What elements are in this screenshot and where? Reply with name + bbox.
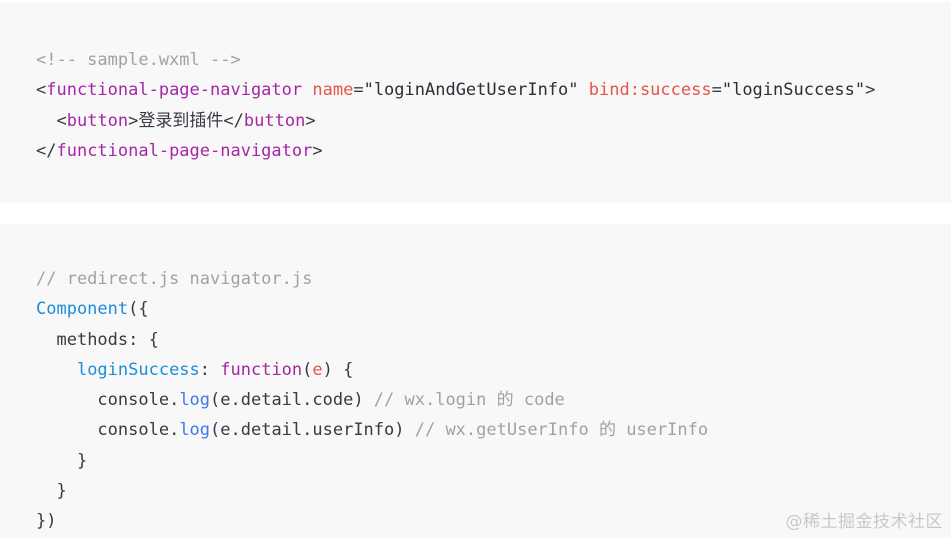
punctuation: ({	[128, 299, 149, 320]
code-line-1: <!-- sample.wxml -->	[36, 45, 951, 75]
indent	[36, 111, 56, 131]
indent	[36, 330, 56, 350]
tag-bracket: >	[128, 110, 139, 131]
attribute-name: bind:success	[588, 80, 712, 101]
attribute-value: "loginAndGetUserInfo"	[363, 80, 579, 101]
tag-name: button	[243, 110, 306, 131]
code-line-4: </functional-page-navigator>	[36, 136, 951, 166]
punctuation: ) {	[322, 359, 354, 380]
wxml-code-block: <!-- sample.wxml --> <functional-page-na…	[0, 2, 951, 203]
attribute-equals: =	[711, 80, 722, 101]
indent	[36, 481, 56, 501]
indent	[36, 390, 97, 410]
attribute-equals: =	[353, 80, 364, 101]
code-line-6: console.log(e.detail.userInfo) // wx.get…	[36, 415, 951, 445]
tag-bracket: </	[223, 110, 244, 131]
button-text: 登录到插件	[138, 110, 224, 131]
code-line-8: }	[36, 476, 951, 506]
indent	[36, 451, 77, 471]
attribute-name: name	[312, 80, 354, 101]
indent	[36, 360, 77, 380]
method-name: loginSuccess	[76, 359, 200, 380]
object-name: console.	[97, 390, 180, 411]
code-line-3: <button>登录到插件</button>	[36, 106, 951, 136]
code-line-1: // redirect.js navigator.js	[36, 264, 951, 294]
tag-bracket: </	[36, 140, 57, 161]
parameter: e	[312, 359, 323, 380]
code-comment: // wx.login 的 code	[373, 390, 565, 411]
tag-bracket: >	[865, 80, 876, 101]
code-text: methods: {	[56, 329, 159, 350]
tag-bracket: >	[312, 140, 323, 161]
tag-bracket: <	[36, 80, 47, 101]
punctuation: })	[36, 511, 57, 532]
tag-name: button	[66, 110, 129, 131]
punctuation: }	[56, 481, 67, 502]
indent	[36, 420, 97, 440]
code-comment: <!-- sample.wxml -->	[36, 50, 241, 70]
keyword: function	[220, 359, 303, 380]
punctuation: :	[199, 359, 221, 380]
function-call-name: Component	[36, 299, 129, 320]
tag-name: functional-page-navigator	[46, 80, 303, 101]
code-line-2: <functional-page-navigator name="loginAn…	[36, 75, 951, 105]
attribute-value: "loginSuccess"	[721, 80, 866, 101]
js-code-block: // redirect.js navigator.js Component({ …	[0, 224, 951, 538]
object-name: console.	[97, 420, 180, 441]
tag-name: functional-page-navigator	[56, 140, 313, 161]
arguments: (e.detail.userInfo)	[210, 420, 415, 441]
code-comment: // redirect.js navigator.js	[36, 269, 313, 289]
code-line-3: methods: {	[36, 325, 951, 355]
code-line-2: Component({	[36, 294, 951, 324]
punctuation: }	[76, 450, 88, 471]
method-name: log	[179, 390, 211, 411]
code-line-5: console.log(e.detail.code) // wx.login 的…	[36, 385, 951, 415]
punctuation: (	[302, 359, 313, 380]
method-name: log	[179, 420, 211, 441]
arguments: (e.detail.code)	[210, 390, 374, 411]
code-line-7: }	[36, 446, 951, 476]
code-comment: // wx.getUserInfo 的 userInfo	[414, 420, 709, 441]
watermark: @稀土掘金技术社区	[785, 512, 943, 532]
code-line-4: loginSuccess: function(e) {	[36, 355, 951, 385]
tag-bracket: >	[305, 110, 316, 131]
tag-bracket: <	[56, 110, 67, 131]
code-line-9: })	[36, 506, 951, 536]
